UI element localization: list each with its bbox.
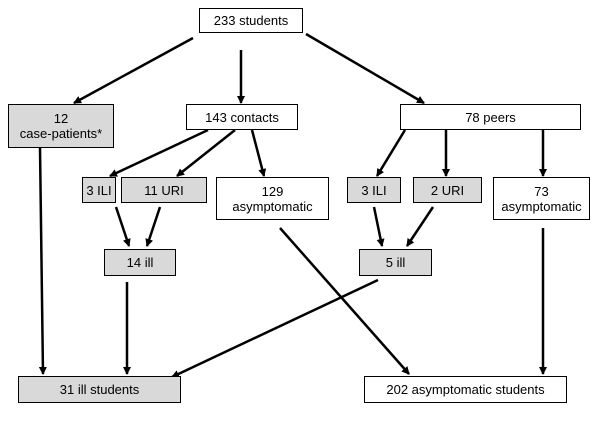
node-peers: 78 peers — [400, 104, 581, 130]
arrow-contacts-to-asymptomatic — [250, 129, 267, 177]
arrow-total-to-peers — [305, 32, 425, 105]
arrow-peers-ili-to-ill — [372, 206, 385, 247]
arrow-contacts-to-ili — [109, 128, 209, 178]
node-peers-ill-label: 5 ill — [385, 255, 406, 270]
node-contacts-uri-label: 11 URI — [144, 182, 184, 198]
arrow-total-to-case-patients — [73, 36, 194, 105]
node-peers-asymptomatic-label: asymptomatic — [501, 198, 582, 214]
node-contacts-label: 143 contacts — [205, 109, 279, 125]
node-contacts-asymptomatic-count: 129 — [261, 183, 284, 199]
arrow-contacts-to-uri — [176, 129, 236, 177]
node-contacts-ill-label: 14 ill — [126, 255, 154, 270]
node-contacts-asymptomatic-label: asymptomatic — [232, 198, 313, 214]
node-contacts-ili: 3 ILI — [82, 177, 116, 203]
node-ill-students-label: 31 ill students — [59, 382, 140, 397]
arrow-peers-uri-to-ill — [405, 206, 435, 247]
node-peers-ili-label: 3 ILI — [361, 182, 387, 198]
node-contacts: 143 contacts — [186, 104, 298, 130]
node-total-students-label: 233 students — [213, 13, 289, 28]
node-case-patients-count: 12 — [53, 111, 69, 126]
node-asymptomatic-students-label: 202 asymptomatic students — [386, 382, 545, 397]
node-peers-uri: 2 URI — [413, 177, 482, 203]
arrow-contacts-asym-to-asym-total — [279, 227, 410, 375]
arrow-contacts-uri-to-ill — [145, 206, 162, 247]
node-peers-asymptomatic-count: 73 — [534, 183, 549, 199]
node-case-patients: 12 case-patients* — [8, 104, 114, 148]
node-peers-label: 78 peers — [465, 109, 516, 125]
node-peers-uri-label: 2 URI — [430, 182, 465, 198]
node-peers-ili: 3 ILI — [347, 177, 401, 203]
arrow-peers-to-ili — [375, 129, 407, 177]
node-contacts-ili-label: 3 ILI — [86, 182, 112, 198]
node-peers-asymptomatic: 73 asymptomatic — [493, 177, 590, 220]
node-asymptomatic-students: 202 asymptomatic students — [364, 376, 567, 403]
node-case-patients-label: case-patients* — [19, 126, 103, 141]
node-total-students: 233 students — [199, 8, 303, 33]
arrow-peers-ill-to-ill-total — [171, 278, 379, 379]
node-ill-students: 31 ill students — [18, 376, 181, 403]
arrow-case-patients-to-ill-total — [38, 147, 47, 375]
arrow-contacts-ili-to-ill — [114, 206, 131, 247]
node-contacts-asymptomatic: 129 asymptomatic — [216, 177, 329, 220]
node-peers-ill: 5 ill — [359, 249, 432, 276]
node-contacts-ill: 14 ill — [104, 249, 176, 276]
node-contacts-uri: 11 URI — [121, 177, 207, 203]
